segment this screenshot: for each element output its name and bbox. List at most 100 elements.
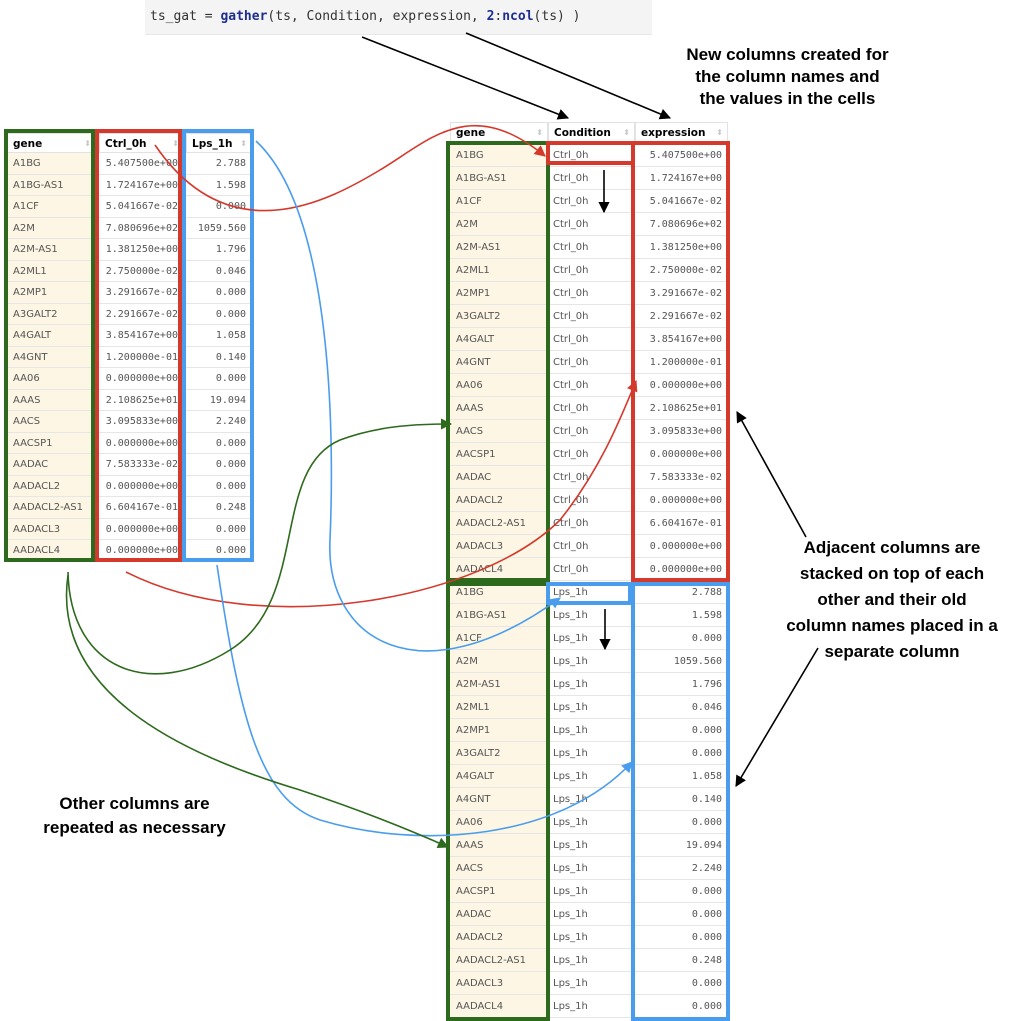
table-cell: A2M-AS1: [450, 236, 548, 259]
table-cell: 0.000: [635, 972, 728, 995]
header-condition[interactable]: Condition⬍: [548, 122, 635, 142]
lps-values-to-expression-curve: [216, 564, 633, 837]
table-cell: A4GNT: [450, 351, 548, 374]
table-cell: 2.108625e+01: [635, 397, 728, 420]
sort-icon[interactable]: ⬍: [623, 128, 630, 137]
table-cell: Ctrl_0h: [548, 535, 635, 558]
header-label: expression: [641, 127, 706, 139]
code-to-expression-arrow: [465, 32, 672, 120]
gene-to-long-gene-curve-2: [65, 574, 450, 848]
table-cell: AADACL2-AS1: [7, 497, 96, 519]
table-cell: 1.200000e-01: [635, 351, 728, 374]
sort-icon[interactable]: ⬍: [172, 139, 179, 148]
table-cell: Ctrl_0h: [548, 282, 635, 305]
header-gene[interactable]: gene ⬍: [7, 133, 96, 153]
table-cell: AADACL2-AS1: [450, 512, 548, 535]
table-cell: 3.095833e+00: [635, 420, 728, 443]
adjacent-note-up-arrow: [736, 411, 807, 538]
table-cell: 0.000: [186, 454, 252, 476]
table-cell: 0.000: [635, 719, 728, 742]
header-ctrl[interactable]: Ctrl_0h ⬍: [99, 133, 184, 153]
table-cell: 2.108625e+01: [99, 389, 184, 411]
table-cell: 2.788: [635, 581, 728, 604]
table-cell: AACS: [7, 411, 96, 433]
table-cell: 5.407500e+00: [635, 144, 728, 167]
table-cell: Lps_1h: [548, 788, 635, 811]
table-cell: 1.724167e+00: [99, 174, 184, 196]
header-label: gene: [13, 138, 43, 150]
table-cell: Ctrl_0h: [548, 259, 635, 282]
table-cell: AA06: [7, 368, 96, 390]
table-cell: A1CF: [450, 627, 548, 650]
header-gene[interactable]: gene⬍: [450, 122, 548, 142]
table-cell: AADACL3: [450, 972, 548, 995]
note-line: the values in the cells: [699, 89, 876, 108]
table-cell: 3.854167e+00: [99, 325, 184, 347]
table-cell: Lps_1h: [548, 604, 635, 627]
table-cell: Ctrl_0h: [548, 213, 635, 236]
table-cell: 7.080696e+02: [635, 213, 728, 236]
note-line: repeated as necessary: [43, 818, 226, 837]
table-cell: 0.000000e+00: [99, 368, 184, 390]
header-label: Ctrl_0h: [105, 138, 147, 150]
table-cell: 7.080696e+02: [99, 217, 184, 239]
code-prefix: ts_gat =: [150, 9, 221, 24]
table-cell: A4GNT: [7, 346, 96, 368]
ctrl-header-to-label-curve: [154, 125, 546, 212]
table-cell: AADACL2: [7, 475, 96, 497]
note-line: Adjacent columns are: [803, 538, 981, 557]
table-cell: 0.000000e+00: [635, 374, 728, 397]
table-cell: Ctrl_0h: [548, 236, 635, 259]
code-ncol-fn: ncol: [502, 9, 534, 24]
table-cell: 1.058: [186, 325, 252, 347]
table-cell: AADAC: [7, 454, 96, 476]
code-suffix: (ts) ): [533, 9, 581, 24]
table-cell: 6.604167e-01: [635, 512, 728, 535]
table-cell: AADACL2-AS1: [450, 949, 548, 972]
table-cell: 1.058: [635, 765, 728, 788]
note-line: other and their old: [817, 590, 967, 609]
table-cell: Lps_1h: [548, 926, 635, 949]
table-cell: Ctrl_0h: [548, 512, 635, 535]
table-cell: 0.000: [635, 811, 728, 834]
note-line: separate column: [824, 642, 960, 661]
table-cell: Lps_1h: [548, 742, 635, 765]
table-cell: Lps_1h: [548, 627, 635, 650]
sort-icon[interactable]: ⬍: [240, 139, 247, 148]
table-cell: AACS: [450, 420, 548, 443]
table-cell: Lps_1h: [548, 880, 635, 903]
code-gather-fn: gather: [220, 9, 268, 24]
table-cell: 7.583333e-02: [635, 466, 728, 489]
table-cell: 3.291667e-02: [99, 282, 184, 304]
table-cell: A1CF: [450, 190, 548, 213]
adjacent-columns-note: Adjacent columns are stacked on top of e…: [763, 535, 1021, 665]
table-cell: AADACL2: [450, 489, 548, 512]
table-cell: Lps_1h: [548, 811, 635, 834]
table-cell: 19.094: [186, 389, 252, 411]
code-args: (ts, Condition, expression,: [267, 9, 487, 24]
header-lps[interactable]: Lps_1h⬍: [186, 133, 252, 153]
header-expression[interactable]: expression ⬍: [635, 122, 728, 142]
table-cell: 1.796: [186, 239, 252, 261]
table-cell: A4GALT: [7, 325, 96, 347]
table-cell: A2MP1: [450, 719, 548, 742]
table-cell: 1.381250e+00: [635, 236, 728, 259]
table-cell: 2.240: [186, 411, 252, 433]
sort-icon[interactable]: ⬍: [716, 128, 723, 137]
table-cell: A1BG-AS1: [450, 167, 548, 190]
sort-icon[interactable]: ⬍: [84, 139, 91, 148]
table-cell: Lps_1h: [548, 834, 635, 857]
table-cell: AACS: [450, 857, 548, 880]
table-cell: 3.095833e+00: [99, 411, 184, 433]
table-cell: Ctrl_0h: [548, 305, 635, 328]
table-cell: 0.000: [635, 926, 728, 949]
table-cell: AACSP1: [450, 880, 548, 903]
lps-header-to-label-curve: [255, 140, 561, 652]
note-line: the column names and: [695, 67, 880, 86]
sort-icon[interactable]: ⬍: [536, 128, 543, 137]
table-cell: A2ML1: [450, 696, 548, 719]
table-cell: A4GALT: [450, 765, 548, 788]
table-cell: Ctrl_0h: [548, 397, 635, 420]
